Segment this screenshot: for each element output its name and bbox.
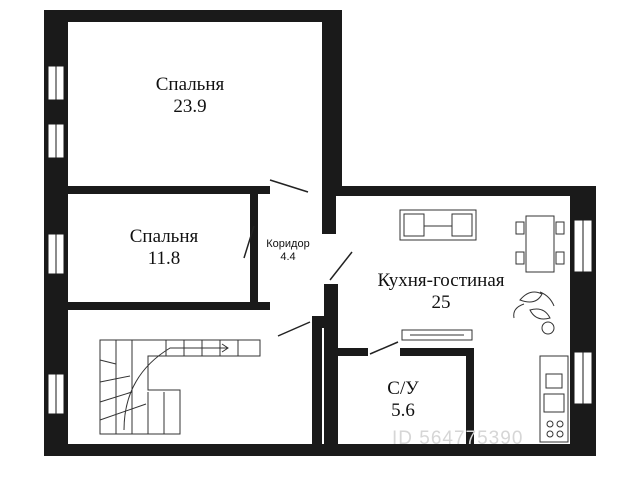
- room-bedroom-small: Спальня 11.8: [104, 226, 224, 270]
- room-bathroom: С/У 5.6: [370, 378, 436, 422]
- tv-stand: [401, 329, 473, 341]
- room-name: С/У: [387, 378, 419, 399]
- room-name: Спальня: [155, 74, 225, 95]
- room-bedroom-big: Спальня 23.9: [130, 74, 250, 118]
- staircase: [99, 339, 261, 435]
- room-area: 25: [431, 291, 451, 313]
- room-kitchen-living: Кухня-гостиная 25: [358, 270, 524, 314]
- room-name: Спальня: [129, 226, 199, 247]
- doors: [243, 179, 399, 355]
- room-name: Коридор: [266, 238, 310, 250]
- dining-table: [515, 215, 565, 273]
- room-name: Кухня-гостиная: [377, 270, 505, 291]
- room-area: 23.9: [173, 95, 207, 117]
- room-area: 5.6: [391, 399, 415, 421]
- plant: [513, 291, 555, 335]
- room-area: 11.8: [147, 247, 181, 269]
- window-lines: [55, 66, 584, 414]
- kitchen-counter: [539, 355, 569, 443]
- room-area: 4.4: [280, 250, 296, 263]
- sofa: [399, 209, 477, 241]
- room-corridor: Коридор 4.4: [258, 238, 318, 263]
- watermark: ID 564775390: [392, 428, 524, 449]
